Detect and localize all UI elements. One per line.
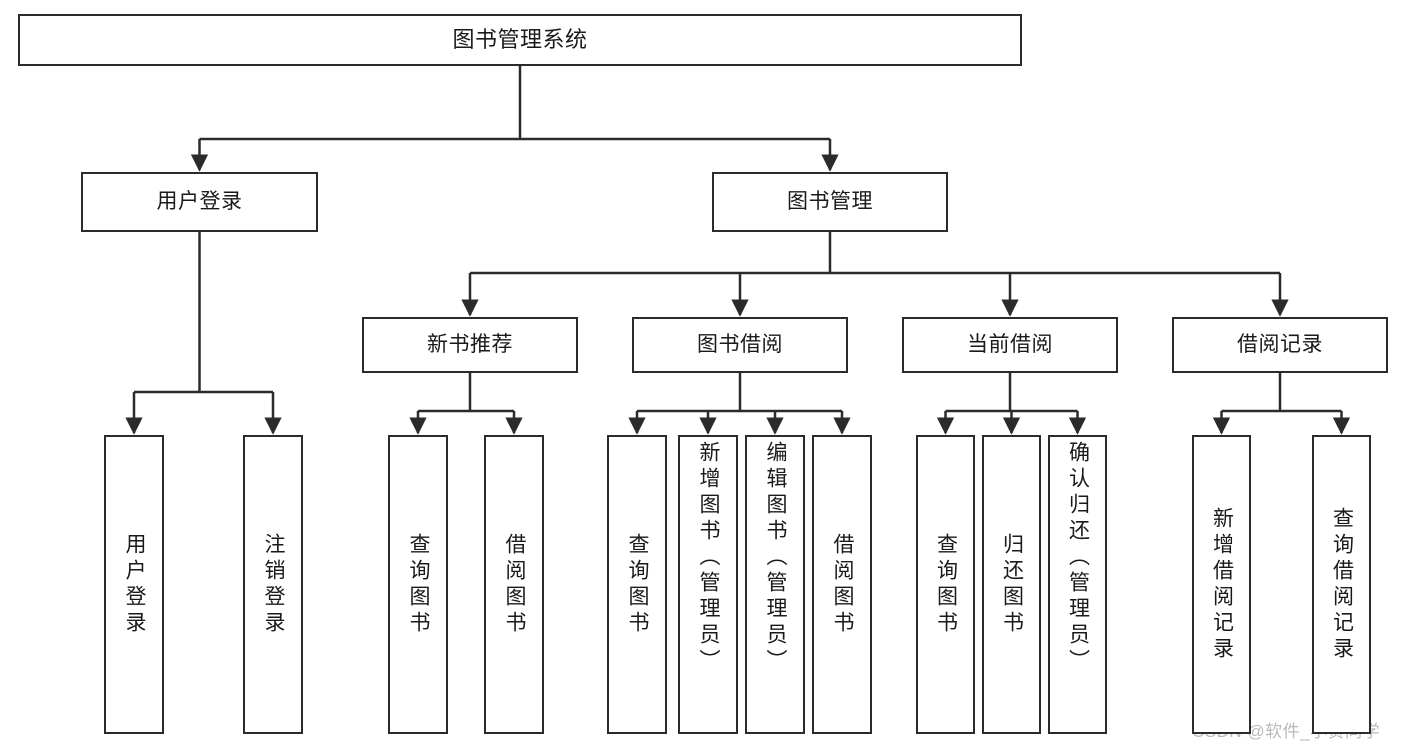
node-leaf-borrow-book-1[interactable]: 借阅图书 <box>484 435 544 734</box>
node-label: 确认归还（管理员） <box>1066 441 1090 675</box>
node-leaf-logout-login[interactable]: 注销登录 <box>243 435 303 734</box>
node-label: 新书推荐 <box>427 332 513 356</box>
node-leaf-add-book-admin[interactable]: 新增图书（管理员） <box>678 435 738 734</box>
node-label: 查询图书 <box>934 532 958 637</box>
node-current-borrow[interactable]: 当前借阅 <box>902 317 1118 373</box>
node-leaf-query-book-3[interactable]: 查询图书 <box>916 435 975 734</box>
node-leaf-query-borrow-record[interactable]: 查询借阅记录 <box>1312 435 1371 734</box>
node-user-login[interactable]: 用户登录 <box>81 172 318 232</box>
node-label: 用户登录 <box>156 189 243 213</box>
node-leaf-return-book[interactable]: 归还图书 <box>982 435 1041 734</box>
node-label: 当前借阅 <box>967 332 1053 356</box>
node-label: 图书管理 <box>787 189 873 213</box>
node-label: 借阅图书 <box>831 532 855 637</box>
node-label: 新增借阅记录 <box>1210 506 1234 663</box>
node-label: 借阅图书 <box>503 532 527 637</box>
node-book-manage[interactable]: 图书管理 <box>712 172 948 232</box>
node-new-book-recommend[interactable]: 新书推荐 <box>362 317 578 373</box>
node-leaf-query-book-1[interactable]: 查询图书 <box>388 435 448 734</box>
node-label: 图书借阅 <box>697 332 783 356</box>
node-borrow-record[interactable]: 借阅记录 <box>1172 317 1388 373</box>
node-leaf-edit-book-admin[interactable]: 编辑图书（管理员） <box>745 435 805 734</box>
node-label: 新增图书（管理员） <box>697 441 721 675</box>
node-label: 注销登录 <box>262 532 286 637</box>
node-label: 查询借阅记录 <box>1330 506 1354 663</box>
node-leaf-confirm-return-admin[interactable]: 确认归还（管理员） <box>1048 435 1107 734</box>
node-leaf-user-login[interactable]: 用户登录 <box>104 435 164 734</box>
node-label: 编辑图书（管理员） <box>764 441 788 675</box>
node-label: 借阅记录 <box>1237 332 1323 356</box>
node-book-borrow[interactable]: 图书借阅 <box>632 317 848 373</box>
node-label: 图书管理系统 <box>452 27 588 53</box>
node-label: 查询图书 <box>626 532 650 637</box>
node-leaf-query-book-2[interactable]: 查询图书 <box>607 435 667 734</box>
node-label: 用户登录 <box>123 532 147 637</box>
node-leaf-add-borrow-record[interactable]: 新增借阅记录 <box>1192 435 1251 734</box>
node-label: 归还图书 <box>1000 532 1024 637</box>
node-root[interactable]: 图书管理系统 <box>18 14 1022 66</box>
node-label: 查询图书 <box>407 532 431 637</box>
node-leaf-borrow-book-2[interactable]: 借阅图书 <box>812 435 872 734</box>
